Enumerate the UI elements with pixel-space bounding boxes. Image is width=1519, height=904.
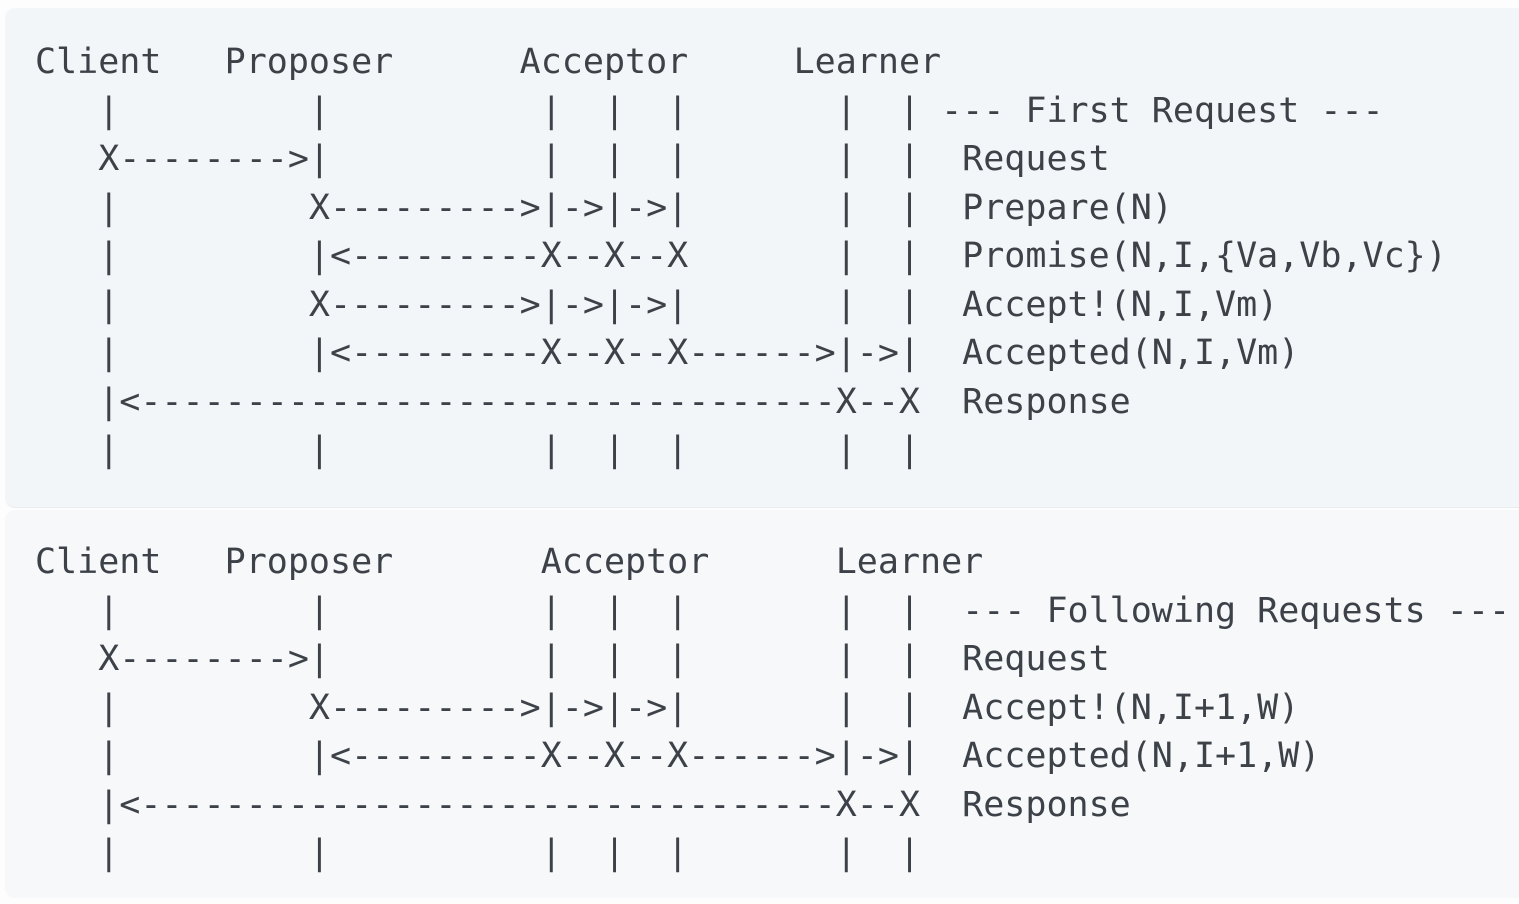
first-request-diagram-block: Client Proposer Acceptor Learner | | | |… <box>5 8 1519 508</box>
following-requests-ascii-diagram: Client Proposer Acceptor Learner | | | |… <box>35 542 1511 873</box>
first-request-ascii-diagram: Client Proposer Acceptor Learner | | | |… <box>35 42 1447 470</box>
following-requests-diagram-block: Client Proposer Acceptor Learner | | | |… <box>5 510 1519 898</box>
